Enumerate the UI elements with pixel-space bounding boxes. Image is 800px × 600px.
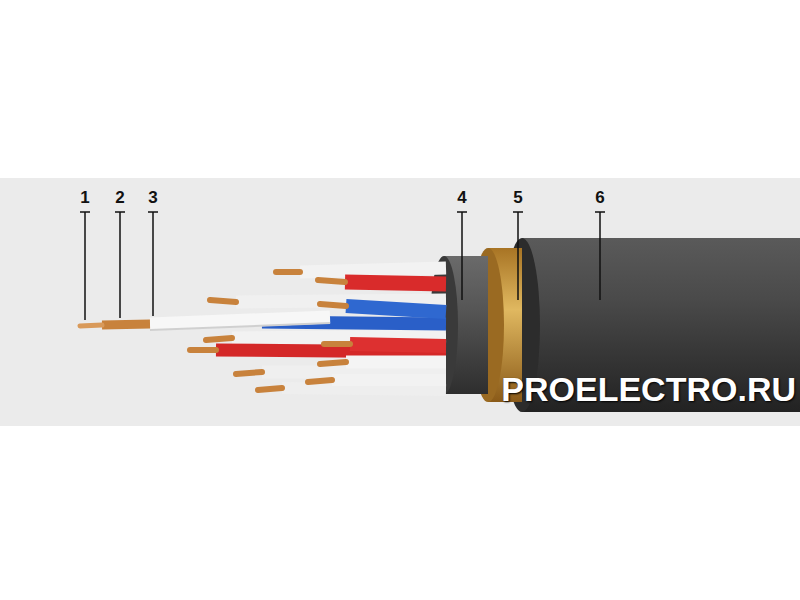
callout-number: 4	[457, 188, 466, 208]
leader-lines	[80, 212, 605, 320]
callout-number: 3	[148, 188, 157, 208]
callout-number: 6	[595, 188, 604, 208]
background-band	[0, 178, 800, 426]
wire-bundle	[80, 268, 446, 390]
callout-number: 2	[115, 188, 124, 208]
watermark: PROELECTRO.RU	[501, 370, 796, 408]
callout-number: 1	[80, 188, 89, 208]
callout-number: 5	[513, 188, 522, 208]
